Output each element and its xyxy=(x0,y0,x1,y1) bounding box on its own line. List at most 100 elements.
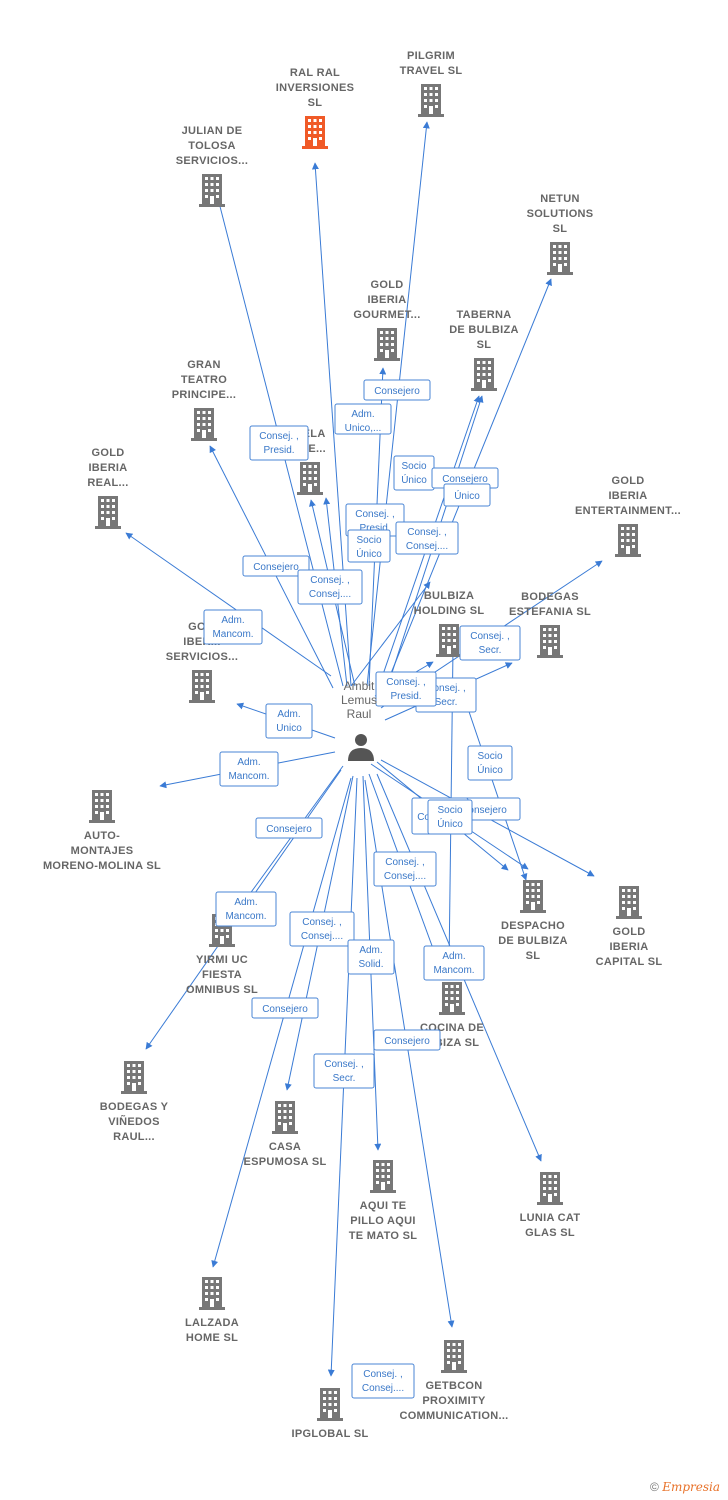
building-icon[interactable] xyxy=(471,358,497,391)
relation-label-r27[interactable]: Adm.Mancom. xyxy=(423,945,485,981)
building-icon[interactable] xyxy=(374,328,400,361)
relation-box[interactable] xyxy=(373,1029,441,1051)
company-node-getbcon[interactable]: GETBCONPROXIMITYCOMMUNICATION... xyxy=(399,1340,508,1422)
relation-box[interactable] xyxy=(297,569,363,605)
building-icon[interactable] xyxy=(89,790,115,823)
building-icon[interactable] xyxy=(121,1061,147,1094)
relation-label-r24[interactable]: Adm.Mancom. xyxy=(215,891,277,927)
relation-box[interactable] xyxy=(351,1363,415,1399)
building-icon[interactable] xyxy=(95,496,121,529)
relation-box[interactable] xyxy=(443,483,491,507)
relation-box[interactable] xyxy=(423,945,485,981)
relation-label-r17[interactable]: Adm.Mancom. xyxy=(219,751,279,787)
relation-label-r6[interactable]: Único xyxy=(443,483,491,507)
building-icon[interactable] xyxy=(439,982,465,1015)
person-icon[interactable] xyxy=(348,734,374,761)
relation-label-r10[interactable]: Consejero xyxy=(242,555,310,577)
building-icon[interactable] xyxy=(436,624,462,657)
relation-label-r8[interactable]: Consej. ,Consej.... xyxy=(395,521,459,555)
company-node-real[interactable]: GOLDIBERIAREAL... xyxy=(87,447,128,529)
building-icon[interactable] xyxy=(370,1160,396,1193)
relation-box[interactable] xyxy=(375,671,437,707)
relation-box[interactable] xyxy=(373,851,437,887)
building-icon[interactable] xyxy=(418,84,444,117)
relation-label-r20[interactable]: Consejero xyxy=(255,817,323,839)
building-icon[interactable] xyxy=(317,1388,343,1421)
relation-label-r13[interactable]: Consej. ,Secr. xyxy=(459,625,521,661)
relation-box[interactable] xyxy=(219,751,279,787)
company-node-vinedos[interactable]: BODEGAS YVIÑEDOSRAUL... xyxy=(100,1061,169,1143)
company-node-gourmet[interactable]: GOLDIBERIAGOURMET... xyxy=(353,279,420,361)
relation-label-r30[interactable]: Consej. ,Secr. xyxy=(313,1053,375,1089)
building-icon[interactable] xyxy=(615,524,641,557)
building-icon[interactable] xyxy=(520,880,546,913)
building-icon[interactable] xyxy=(616,886,642,919)
relation-box[interactable] xyxy=(467,745,513,781)
building-icon[interactable] xyxy=(199,174,225,207)
relation-label-r23[interactable]: Consej. ,Consej.... xyxy=(373,851,437,887)
relation-box[interactable] xyxy=(289,911,355,947)
relation-label-r26[interactable]: Adm.Solid. xyxy=(347,939,395,975)
building-icon[interactable] xyxy=(191,408,217,441)
relation-label-r1[interactable]: Adm.Unico,... xyxy=(334,403,392,435)
relation-box[interactable] xyxy=(459,625,521,661)
company-node-ipglobal[interactable]: IPGLOBAL SL xyxy=(291,1388,368,1440)
relation-box[interactable] xyxy=(313,1053,375,1089)
relation-box[interactable] xyxy=(347,939,395,975)
building-icon[interactable] xyxy=(199,1277,225,1310)
relation-box[interactable] xyxy=(395,521,459,555)
relation-box[interactable] xyxy=(255,817,323,839)
relation-label-r31[interactable]: Consej. ,Consej.... xyxy=(351,1363,415,1399)
relation-box[interactable] xyxy=(334,403,392,435)
relation-box[interactable] xyxy=(251,997,319,1019)
relation-label-r11[interactable]: Consej. ,Consej.... xyxy=(297,569,363,605)
building-icon[interactable] xyxy=(441,1340,467,1373)
company-node-gran[interactable]: GRANTEATROPRINCIPE... xyxy=(172,359,236,441)
building-icon[interactable] xyxy=(272,1101,298,1134)
company-node-julian[interactable]: JULIAN DETOLOSASERVICIOS... xyxy=(176,125,248,207)
relation-label-r15[interactable]: Consej. ,Presid. xyxy=(375,671,437,707)
building-icon[interactable] xyxy=(302,116,328,149)
building-icon[interactable] xyxy=(537,1172,563,1205)
relation-box[interactable] xyxy=(347,529,391,563)
relation-box[interactable] xyxy=(249,425,309,461)
relation-label-r2[interactable]: Consej. ,Presid. xyxy=(249,425,309,461)
building-icon[interactable] xyxy=(297,462,323,495)
company-node-entertainment[interactable]: GOLDIBERIAENTERTAINMENT... xyxy=(575,475,681,557)
relation-box[interactable] xyxy=(242,555,310,577)
relation-box[interactable] xyxy=(265,703,313,739)
relation-label-r7[interactable]: Consej. ,Presid. xyxy=(345,503,405,537)
relation-label-r25[interactable]: Consej. ,Consej.... xyxy=(289,911,355,947)
relation-box[interactable] xyxy=(363,379,431,401)
relation-label-r29[interactable]: Consejero xyxy=(373,1029,441,1051)
relation-label-r16[interactable]: Adm.Unico xyxy=(265,703,313,739)
relation-label-r28[interactable]: Consejero xyxy=(251,997,319,1019)
relation-label-r12[interactable]: Adm.Mancom. xyxy=(203,609,263,645)
building-icon[interactable] xyxy=(189,670,215,703)
building-icon[interactable] xyxy=(537,625,563,658)
building-icon[interactable] xyxy=(547,242,573,275)
relation-box[interactable] xyxy=(203,609,263,645)
relation-box[interactable] xyxy=(427,799,473,835)
relation-label-r3[interactable]: Consejero xyxy=(363,379,431,401)
relation-box[interactable] xyxy=(215,891,277,927)
